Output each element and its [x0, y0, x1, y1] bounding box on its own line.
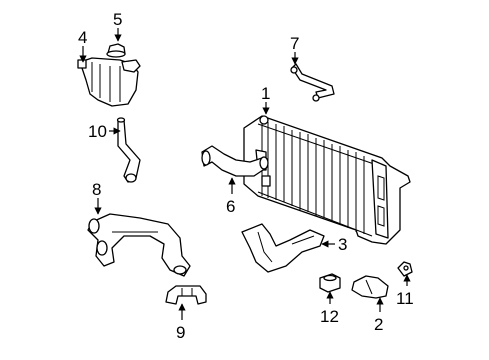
callout-9: 9 — [176, 323, 185, 342]
callout-11: 11 — [396, 289, 414, 308]
bypass-hose-part — [116, 117, 141, 183]
overflow-tube-part — [290, 63, 335, 102]
callout-12: 12 — [320, 307, 339, 326]
mount-insulator-part — [351, 275, 389, 299]
reservoir-tank-part — [77, 57, 141, 107]
callout-5: 5 — [113, 10, 122, 29]
callout-3: 3 — [338, 235, 347, 254]
reservoir-cap-part — [106, 43, 126, 58]
insulator-part — [319, 273, 341, 293]
callout-7: 7 — [290, 34, 299, 53]
radiator-part — [243, 115, 411, 245]
upper-hose-part — [201, 145, 269, 177]
callout-1: 1 — [261, 84, 270, 103]
lower-hose-part — [87, 213, 191, 277]
callout-4: 4 — [78, 28, 87, 47]
leader-lines — [79, 28, 411, 320]
hose-bracket-part — [165, 285, 207, 305]
clip-part — [397, 261, 413, 277]
callout-8: 8 — [92, 180, 101, 199]
callout-10: 10 — [88, 122, 107, 141]
callout-2: 2 — [374, 315, 383, 334]
callout-numbers: 4 5 7 1 10 8 6 3 9 12 2 11 — [78, 10, 414, 342]
callout-6: 6 — [226, 197, 235, 216]
air-deflector-part — [241, 223, 325, 273]
